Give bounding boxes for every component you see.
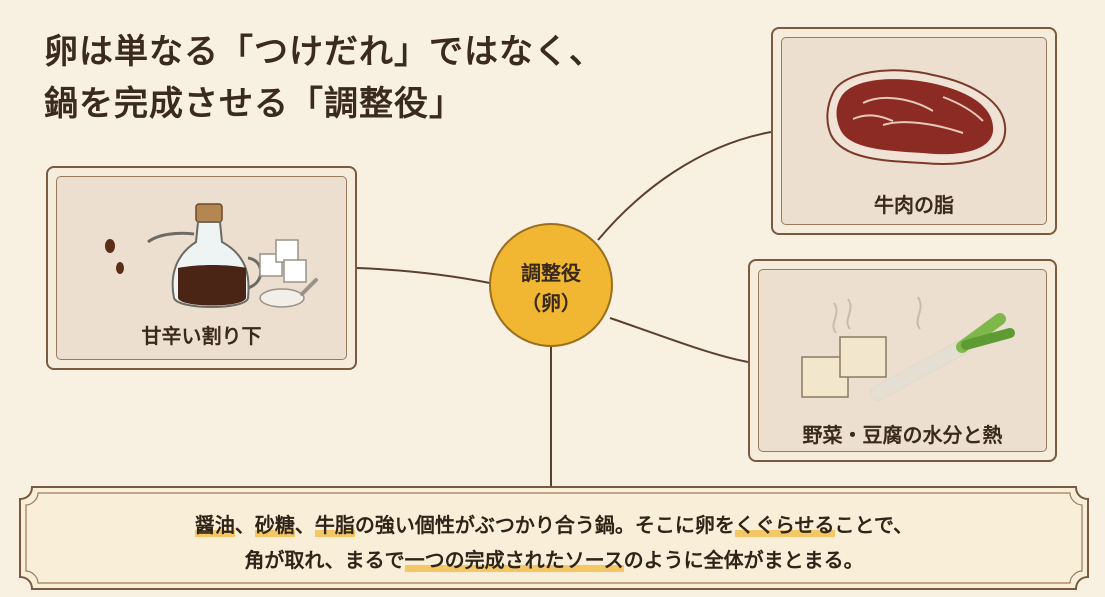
center-node-line-2: （卵） [521,291,581,315]
title-line-2: 鍋を完成させる「調整役」 [44,84,464,124]
banner-text: の強い個性がぶつかり合う鍋。そこに卵を [354,513,735,537]
center-node-line-1: 調整役 [521,261,581,285]
card-warishita: 甘辛い割り下 [46,166,357,370]
banner-text: 、 [234,513,255,537]
card-warishita-label: 甘辛い割り下 [141,324,262,348]
tofu-and-leek-icon [801,296,1015,401]
card-vegetables-tofu: 野菜・豆腐の水分と熱 [748,259,1057,462]
banner-line-2: 角が取れ、まるで一つの完成されたソースのように全体がまとまる。 [18,544,1090,573]
title-line-1: 卵は単なる「つけだれ」ではなく、 [44,32,604,72]
banner-text: ことで、 [834,513,914,537]
banner-text: 角が取れ、まるで [244,548,405,572]
connector-veg [609,317,749,363]
highlighted-text: くぐらせる [734,513,835,537]
banner-text: のように全体がまとまる。 [623,548,864,572]
card-beef-fat: 牛肉の脂 [771,27,1057,235]
beef-steak-icon [826,69,1007,165]
card-vegetables-tofu-label: 野菜・豆腐の水分と熱 [802,423,1003,447]
highlighted-text: 砂糖 [254,513,295,537]
banner-text: 、 [294,513,315,537]
highlighted-text: 醤油 [194,513,235,537]
center-node-adjuster: 調整役 （卵） [489,223,613,347]
banner-line-1: 醤油、砂糖、牛脂の強い個性がぶつかり合う鍋。そこに卵をくぐらせることで、 [18,509,1090,538]
connector-beef [597,131,772,241]
summary-banner: 醤油、砂糖、牛脂の強い個性がぶつかり合う鍋。そこに卵をくぐらせることで、 角が取… [18,485,1090,591]
highlighted-text: 一つの完成されたソース [404,548,624,572]
banner-frame [19,486,1089,590]
soy-sauce-bottle-icon [105,203,318,308]
card-beef-fat-label: 牛肉の脂 [874,193,954,217]
connector-left [356,267,491,284]
page-title: 卵は単なる「つけだれ」ではなく、 鍋を完成させる「調整役」 [44,26,604,130]
highlighted-text: 牛脂 [314,513,355,537]
